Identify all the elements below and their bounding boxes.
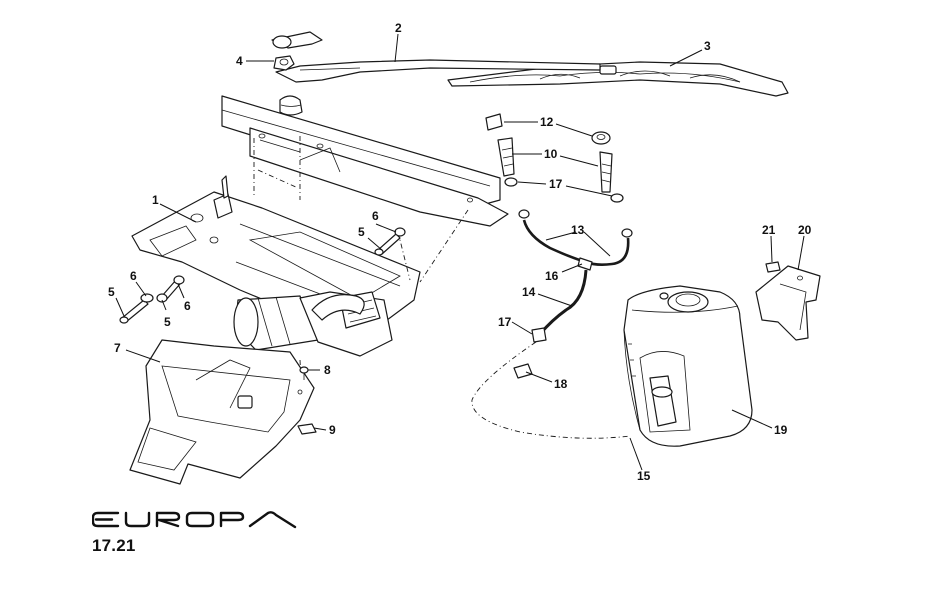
hose-clip[interactable] [531, 327, 547, 343]
wiper-motor[interactable] [233, 291, 393, 357]
bolt-washer-middle[interactable] [156, 275, 185, 303]
callout-16: 16 [545, 269, 559, 283]
callout-14: 14 [522, 285, 536, 299]
callout-9: 9 [329, 423, 336, 437]
callout-17: 17 [498, 315, 512, 329]
hose-retainer-clip[interactable] [513, 363, 533, 379]
washer-reservoir[interactable] [623, 285, 753, 447]
bolt-washer-left[interactable] [119, 293, 154, 324]
callout-15: 15 [637, 469, 651, 483]
callout-4: 4 [236, 54, 243, 68]
callout-3: 3 [704, 39, 711, 53]
callout-5: 5 [164, 315, 171, 329]
callout-6: 6 [130, 269, 137, 283]
europa-logo [92, 511, 297, 529]
callout-7: 7 [114, 341, 121, 355]
callout-18: 18 [554, 377, 568, 391]
callout-1: 1 [152, 193, 159, 207]
reservoir-bracket[interactable] [755, 265, 821, 341]
scuttle-panel [221, 95, 509, 227]
callout-10: 10 [544, 147, 558, 161]
cover-clip[interactable] [297, 423, 317, 435]
washer-hose-lower[interactable] [471, 341, 631, 439]
callout-19: 19 [774, 423, 788, 437]
callout-20: 20 [798, 223, 812, 237]
callout-5: 5 [108, 285, 115, 299]
bolt-washer-right[interactable] [374, 227, 406, 256]
callout-8: 8 [324, 363, 331, 377]
callout-5: 5 [358, 225, 365, 239]
callout-17: 17 [549, 177, 563, 191]
callout-13: 13 [571, 223, 585, 237]
callout-labels: 1 2 3 4 5 5 5 6 6 6 7 8 9 10 12 13 14 15… [108, 21, 812, 483]
wiper-nut[interactable] [273, 55, 295, 71]
washer-hose-y-piece[interactable] [522, 219, 630, 266]
callout-21: 21 [762, 223, 776, 237]
washer-jets[interactable] [497, 137, 613, 193]
bracket-pin[interactable] [765, 261, 781, 273]
wiper-blade[interactable] [447, 61, 789, 97]
washer-jet-caps[interactable] [485, 113, 611, 145]
callout-6: 6 [372, 209, 379, 223]
washer-hose-upper[interactable] [538, 269, 588, 335]
hose-connector[interactable] [577, 257, 593, 271]
callout-6: 6 [184, 299, 191, 313]
diagram-number: 17.21 [92, 536, 136, 555]
callout-2: 2 [395, 21, 402, 35]
callout-12: 12 [540, 115, 554, 129]
motor-cover-shield[interactable] [129, 339, 315, 485]
leader-lines [115, 33, 805, 471]
wiper-arm[interactable] [271, 31, 601, 83]
jet-grommets[interactable] [504, 177, 633, 238]
